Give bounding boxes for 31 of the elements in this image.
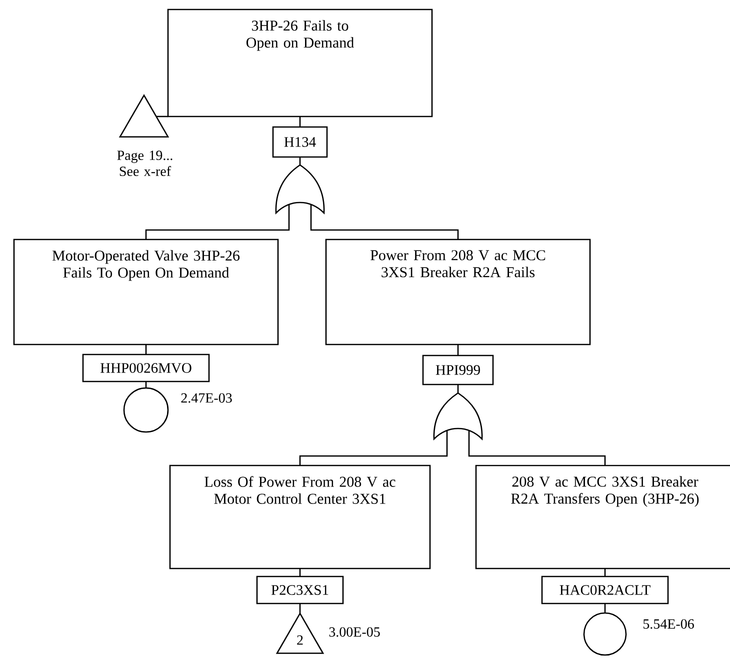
connector-line: [457, 384, 459, 393]
event-box: Loss Of Power From 208 V ac Motor Control Center 3XS1: [169, 464, 431, 570]
connector-line: [299, 568, 301, 576]
event-box: 3HP-26 Fails to Open on Demand: [167, 8, 433, 118]
event-code-box: HPI999: [422, 354, 494, 386]
connector-line: [299, 116, 301, 127]
connector-line: [299, 604, 301, 614]
connector-line: [468, 431, 606, 466]
event-code-box: H134: [272, 126, 328, 158]
connector-line: [299, 157, 301, 165]
connector-line: [156, 116, 168, 118]
connector-line: [145, 382, 147, 388]
event-box: 208 V ac MCC 3XS1 Breaker R2A Transfers Open (3HP-26): [475, 464, 730, 570]
probability-label: 5.54E-06: [643, 619, 694, 629]
connector-line: [604, 604, 606, 613]
page-reference: Page 19... See x-ref: [117, 150, 172, 176]
or-gate: [275, 164, 325, 214]
connector-line: [604, 568, 606, 576]
event-box: Motor-Operated Valve 3HP-26 Fails To Open On Demand: [13, 238, 279, 346]
or-gate: [433, 392, 483, 440]
connector-line: [310, 205, 459, 240]
connector-line: [145, 344, 147, 354]
connector-line: [457, 344, 459, 356]
event-code-box: HAC0R2ACLT: [541, 576, 669, 604]
event-code-box: HHP0026MVO: [82, 354, 210, 382]
connector-line: [145, 205, 290, 240]
event-box: Power From 208 V ac MCC 3XS1 Breaker R2A Fails: [325, 238, 591, 346]
event-code-box: P2C3XS1: [256, 576, 344, 604]
connector-line: [299, 431, 448, 466]
probability-label: 3.00E-05: [329, 627, 380, 637]
probability-label: 2.47E-03: [181, 393, 232, 403]
